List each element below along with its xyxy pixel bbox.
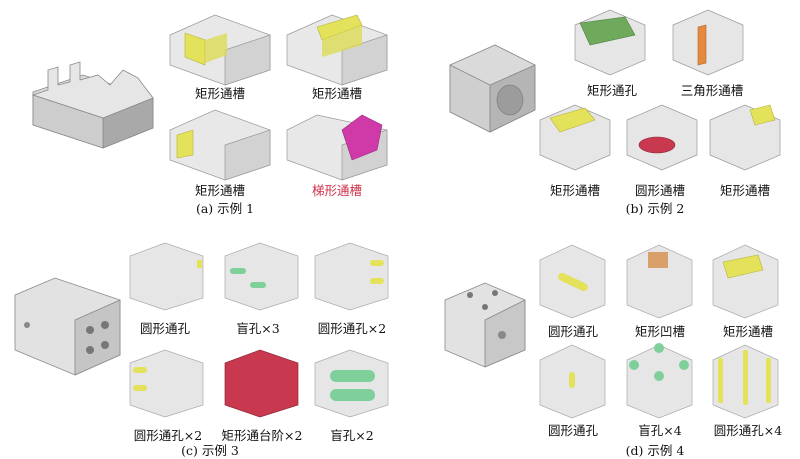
example1-view-1 bbox=[169, 14, 271, 86]
example2-label-2: 三角形通槽 bbox=[680, 83, 744, 98]
example4-view-5 bbox=[626, 343, 693, 419]
example4-view-1 bbox=[539, 244, 606, 319]
example3-label-5: 矩形通台阶×2 bbox=[221, 428, 303, 443]
example3-view-3 bbox=[314, 242, 389, 311]
example3-label-3: 圆形通孔×2 bbox=[317, 321, 387, 336]
example3-view-2 bbox=[224, 242, 299, 311]
example3-label-4: 圆形通孔×2 bbox=[133, 428, 203, 443]
example4-label-5: 盲孔×4 bbox=[638, 423, 682, 438]
example1-label-4: 梯形通槽 bbox=[311, 183, 363, 198]
example2-label-4: 圆形通槽 bbox=[634, 183, 686, 198]
example4-view-3 bbox=[712, 244, 779, 319]
example2-caption: (b) 示例 2 bbox=[625, 201, 685, 216]
example2-view-5 bbox=[709, 104, 781, 171]
example3-base-model bbox=[14, 277, 121, 376]
example2-view-2 bbox=[672, 9, 744, 76]
example2-label-5: 矩形通槽 bbox=[719, 183, 771, 198]
example4-base-model bbox=[444, 282, 526, 368]
example1-base-model bbox=[31, 61, 154, 149]
example3-label-1: 圆形通孔 bbox=[139, 321, 191, 336]
example2-base-model bbox=[449, 44, 536, 133]
example1-caption: (a) 示例 1 bbox=[195, 201, 255, 216]
example3-label-2: 盲孔×3 bbox=[236, 321, 280, 336]
example2-view-3 bbox=[539, 104, 611, 171]
example1-label-2: 矩形通槽 bbox=[311, 86, 363, 101]
example4-label-3: 矩形通槽 bbox=[722, 324, 774, 339]
example1-label-1: 矩形通槽 bbox=[194, 86, 246, 101]
example4-label-1: 圆形通孔 bbox=[547, 324, 599, 339]
example4-caption: (d) 示例 4 bbox=[625, 443, 685, 458]
example3-label-6: 盲孔×2 bbox=[330, 428, 374, 443]
example1-view-4 bbox=[286, 114, 388, 181]
example3-view-5 bbox=[224, 349, 299, 418]
example1-label-3: 矩形通槽 bbox=[194, 183, 246, 198]
example4-view-6 bbox=[712, 344, 779, 419]
example4-view-4 bbox=[539, 344, 606, 419]
example3-view-4 bbox=[129, 349, 204, 418]
example1-view-3 bbox=[169, 109, 271, 181]
example4-label-4: 圆形通孔 bbox=[547, 423, 599, 438]
example1-view-2 bbox=[286, 14, 388, 86]
example2-label-1: 矩形通孔 bbox=[586, 83, 638, 98]
example4-view-2 bbox=[626, 244, 693, 319]
example4-label-2: 矩形凹槽 bbox=[634, 324, 686, 339]
example2-view-4 bbox=[626, 104, 698, 171]
example2-label-3: 矩形通槽 bbox=[549, 183, 601, 198]
example3-caption: (c) 示例 3 bbox=[181, 443, 239, 458]
example3-view-6 bbox=[314, 349, 389, 418]
example4-label-6: 圆形通孔×4 bbox=[713, 423, 783, 438]
example2-view-1 bbox=[574, 9, 646, 76]
example3-view-1 bbox=[129, 242, 204, 311]
